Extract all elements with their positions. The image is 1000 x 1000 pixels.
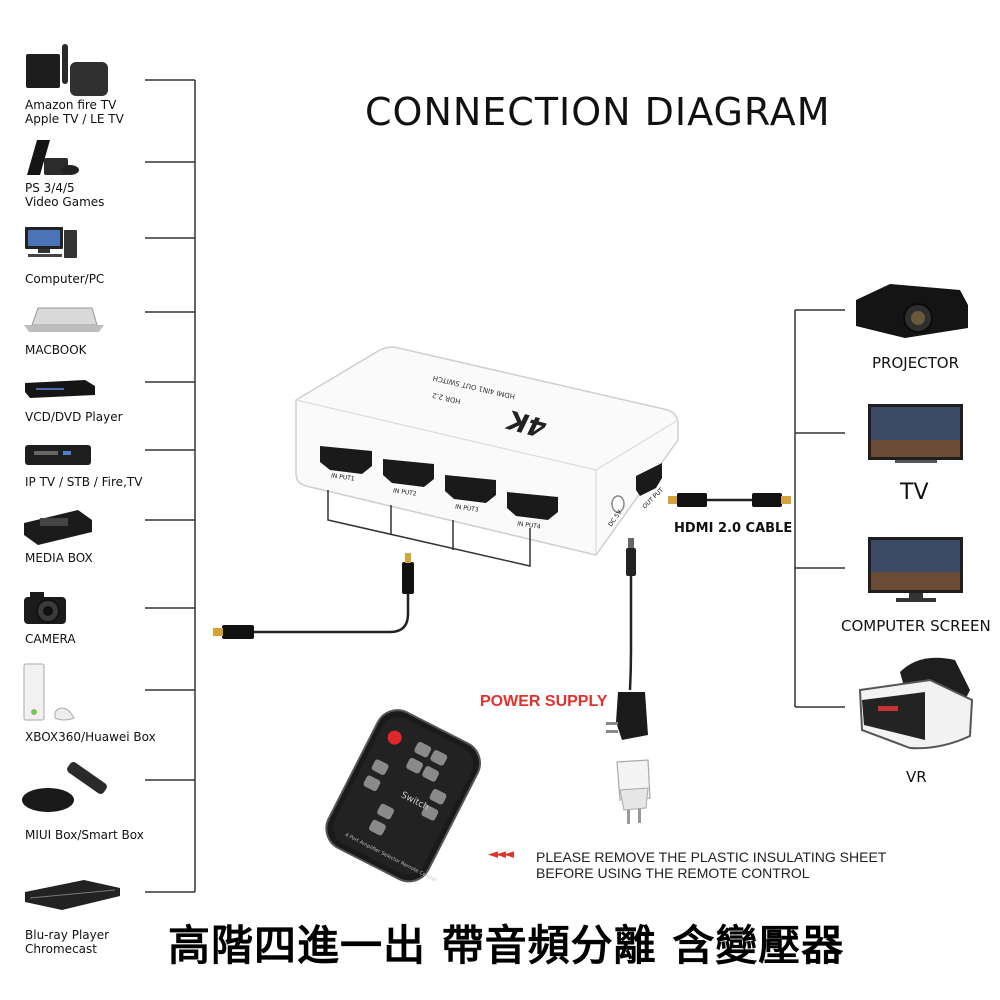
source-label-computer: Computer/PC xyxy=(25,272,105,286)
dvd-player-icon xyxy=(25,380,95,398)
source-label-amazon: Amazon fire TV Apple TV / LE TV xyxy=(25,98,124,126)
diagram-title: CONNECTION DIAGRAM xyxy=(365,90,831,134)
source-label-bluray: Blu-ray Player Chromecast xyxy=(25,928,110,956)
camera-icon xyxy=(24,592,66,624)
output-label-tv: TV xyxy=(900,480,929,505)
hdmi-cable-label: HDMI 2.0 CABLE xyxy=(674,521,793,536)
tv-icon xyxy=(868,404,963,463)
set-top-box-icon xyxy=(25,445,91,465)
source-label-iptv: IP TV / STB / Fire,TV xyxy=(25,475,143,489)
xbox-icon xyxy=(23,663,75,721)
product-headline: 高階四進一出 帶音頻分離 含變壓器 xyxy=(168,921,845,970)
output-label-vr: VR xyxy=(906,768,927,786)
projector-icon xyxy=(856,284,968,338)
game-console-icon xyxy=(27,140,79,175)
source-label-ps: PS 3/4/5 Video Games xyxy=(25,181,105,209)
power-cable xyxy=(606,538,648,740)
power-supply-label: POWER SUPPLY xyxy=(480,693,608,710)
desktop-computer-icon xyxy=(25,227,77,258)
media-box-icon xyxy=(24,510,92,545)
plug-adapter-icon xyxy=(616,759,651,824)
tv-box-icon xyxy=(26,44,108,96)
output-label-projector: PROJECTOR xyxy=(872,354,960,372)
vr-headset-icon xyxy=(858,657,974,750)
laptop-icon xyxy=(24,307,104,332)
source-label-xbox: XBOX360/Huawei Box xyxy=(25,730,156,744)
monitor-icon xyxy=(868,537,963,602)
smart-box-icon xyxy=(22,762,107,812)
notice-arrows-icon: ◄◄◄ xyxy=(488,847,514,862)
source-label-mediabox: MEDIA BOX xyxy=(25,551,93,565)
hdmi-switch-box xyxy=(295,346,679,567)
source-label-miui: MIUI Box/Smart Box xyxy=(25,828,144,842)
source-label-dvd: VCD/DVD Player xyxy=(25,410,123,424)
source-label-camera: CAMERA xyxy=(25,632,76,646)
source-label-macbook: MACBOOK xyxy=(25,343,87,357)
output-label-computer-screen: COMPUTER SCREEN xyxy=(841,617,991,635)
hdmi-input-cable xyxy=(213,553,414,639)
remote-notice: PLEASE REMOVE THE PLASTIC INSULATING SHE… xyxy=(536,849,887,881)
hdmi-output-cable xyxy=(668,493,791,507)
bluray-player-icon xyxy=(25,880,120,910)
remote-control: Switch 4 Port Amplifier Selector Remote … xyxy=(325,709,481,883)
